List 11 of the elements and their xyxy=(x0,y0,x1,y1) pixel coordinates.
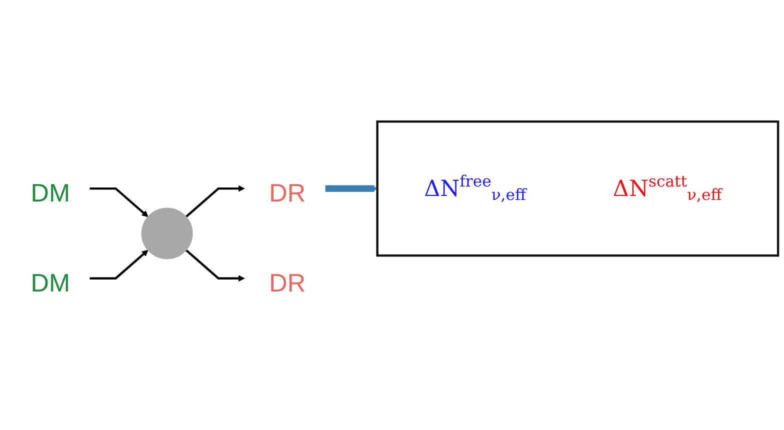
arrow xyxy=(90,250,148,280)
node-text: DM xyxy=(30,268,70,298)
node-text: DR xyxy=(269,268,306,298)
arrow xyxy=(185,185,245,218)
arrow xyxy=(185,249,245,282)
node-circle xyxy=(141,208,193,260)
node-text: DM xyxy=(30,179,70,208)
arrow xyxy=(325,185,378,192)
cluster xyxy=(376,120,780,257)
node-text: DR xyxy=(269,179,306,208)
arrow xyxy=(90,187,148,218)
